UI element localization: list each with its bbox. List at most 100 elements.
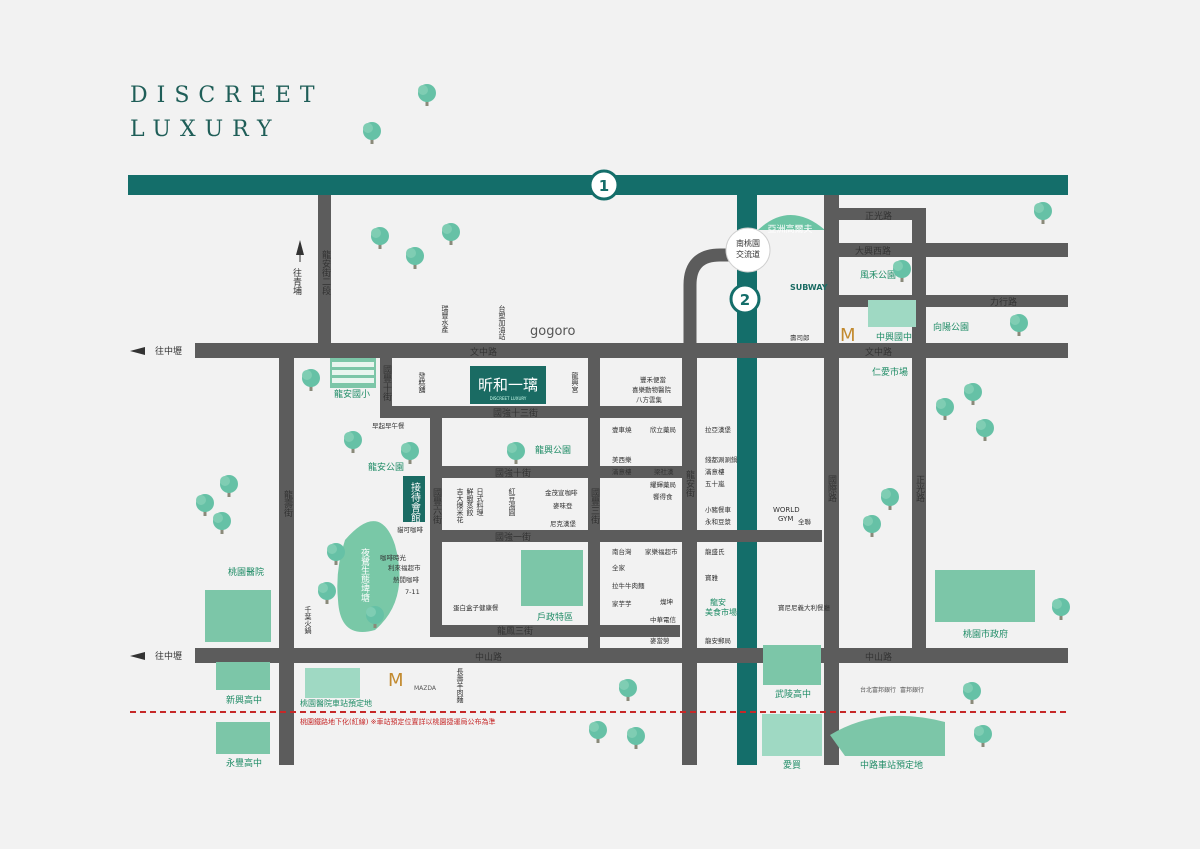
tree-icon bbox=[881, 488, 899, 510]
gogoro-logo: gogoro bbox=[530, 324, 575, 339]
shop-c4-5: 家芋芋 bbox=[612, 599, 632, 608]
mazda-logo: MAZDA bbox=[414, 685, 437, 692]
zhongxing-junior-building bbox=[868, 300, 916, 327]
shop-left-4: 熱閒咖啡 bbox=[393, 575, 420, 584]
shop-c3-2: 滿意樓 bbox=[705, 467, 725, 476]
longan-elem-building bbox=[330, 358, 376, 388]
vlabel-4: 紅豆湯圓 bbox=[508, 487, 516, 517]
road-daxingxi: 大興西路 bbox=[855, 245, 891, 257]
shop-mid-1: 麥味登 bbox=[553, 501, 573, 510]
vlabel-qianzhu: 千葉火鍋 bbox=[304, 605, 312, 634]
tree-icon bbox=[963, 682, 981, 704]
route-1-number: 1 bbox=[599, 177, 609, 195]
yongfeng-high-label: 永豐高中 bbox=[226, 757, 262, 769]
shop-left-3: 利來福超市 bbox=[388, 563, 421, 572]
shop-mid-0: 金茂宣咖啡 bbox=[545, 488, 578, 497]
highway-2 bbox=[737, 195, 757, 765]
mcdonalds-icon: M bbox=[840, 325, 856, 346]
tree-icon bbox=[302, 369, 320, 391]
longxing-park-label: 龍興公園 bbox=[535, 444, 571, 456]
vlabel-2: 鮮蝦蒸餃 bbox=[466, 487, 474, 517]
road-zhongshan-east: 中山路 bbox=[865, 651, 892, 663]
shop-c2-6: 饗得食 bbox=[653, 492, 673, 501]
vlabel-changshou: 長壽羊肉麵 bbox=[456, 668, 464, 704]
aimai-label: 愛買 bbox=[783, 759, 801, 771]
road-longan2: 龍安街二段 bbox=[320, 249, 331, 296]
longan-elem-label: 龍安國小 bbox=[334, 388, 370, 400]
shop-c2-1: 欣立藥局 bbox=[650, 425, 676, 434]
tree-icon bbox=[964, 383, 982, 405]
vlabel-longxing-gong: 龍興宮 bbox=[571, 371, 579, 394]
vlabel-gas: 台塑加油站 bbox=[498, 304, 506, 341]
road-guofeng6: 國豐六街 bbox=[431, 488, 442, 525]
fenghe-park-label: 風禾公園 bbox=[860, 270, 896, 281]
road-longfeng3: 龍鳳三街 bbox=[497, 625, 533, 637]
project-name: 昕和一璃 bbox=[478, 376, 538, 394]
road-wenzhong: 文中路 bbox=[470, 346, 497, 358]
tree-icon bbox=[196, 494, 214, 516]
road-guofeng10: 國豐十街 bbox=[381, 365, 392, 402]
header-line2: LUXURY bbox=[130, 117, 281, 142]
interchange-ramp bbox=[683, 248, 737, 360]
shop-c3-1: 錢都涮涮鍋 bbox=[705, 455, 738, 464]
xiangyang-park-label: 向陽公園 bbox=[933, 321, 969, 333]
vlabel-fahua: 發糕舖 bbox=[418, 371, 426, 393]
dir-zhongli-1: 往中壢 bbox=[155, 345, 182, 357]
road-guofeng3: 國豐三街 bbox=[589, 488, 600, 525]
tree-icon bbox=[371, 227, 389, 249]
road-zhengguang-h: 正光路 bbox=[865, 210, 892, 222]
shop-c5-1: 寶雅 bbox=[705, 573, 719, 582]
tree-icon bbox=[220, 475, 238, 497]
road-guoji: 國際路 bbox=[826, 475, 837, 503]
renai-market-label: 仁愛市場 bbox=[872, 366, 908, 378]
reception-marker[interactable] bbox=[403, 476, 425, 522]
shops-left-group: 早起早午餐 咖啡時光 貓可咖啡 利來福超市 熱閒咖啡 7-11 bbox=[372, 421, 424, 596]
shop-c3-4: 小豬餐車 bbox=[705, 505, 732, 514]
tree-icon bbox=[1010, 314, 1028, 336]
zhonglu-station-label: 中路車站預定地 bbox=[860, 759, 923, 771]
tree-icon bbox=[406, 247, 424, 269]
asia-golf-area bbox=[758, 215, 825, 230]
shop-c1-2: 八方雲集 bbox=[636, 395, 663, 404]
shop-c2-0: 壹車燒 bbox=[612, 425, 632, 434]
tree-icon bbox=[344, 431, 362, 453]
shop-c4-0: 南台灣 bbox=[612, 547, 632, 556]
tree-icon bbox=[318, 582, 336, 604]
road-longshou: 龍壽街 bbox=[282, 489, 293, 518]
shop-c3-6: 全聯 bbox=[798, 517, 812, 526]
hukuang-label: 戶政特區 bbox=[537, 611, 573, 623]
tree-icon bbox=[863, 515, 881, 537]
route-2-number: 2 bbox=[740, 291, 750, 309]
reception-label: 接待會館 bbox=[409, 481, 421, 523]
dir-zhongli-2: 往中壢 bbox=[155, 650, 182, 662]
interchange-marker bbox=[725, 227, 771, 273]
project-marker[interactable] bbox=[470, 366, 546, 404]
taoyuan-hospital-building bbox=[205, 590, 271, 642]
subway-logo: SUBWAY bbox=[790, 283, 828, 292]
city-hall-building bbox=[935, 570, 1035, 622]
zhonglu-station-building bbox=[830, 715, 945, 756]
yongfeng-high-building bbox=[216, 722, 270, 754]
wuling-high-label: 武陵高中 bbox=[775, 688, 811, 700]
road-zhengguang: 正光路 bbox=[914, 475, 925, 503]
tree-icon bbox=[213, 512, 231, 534]
tree-icon bbox=[936, 398, 954, 420]
shop-mid-3: 蛋白盒子健康餐 bbox=[453, 603, 499, 612]
shop-c2-3: 滿意樓 bbox=[612, 467, 632, 476]
tree-icon bbox=[974, 725, 992, 747]
header-line1: DISCREET bbox=[130, 83, 324, 108]
shop-mid-4: 壽司郎 bbox=[790, 333, 810, 342]
shop-left-1: 咖啡時光 bbox=[380, 553, 407, 562]
shop-c5-2: 寶尼尼義大利餐廳 bbox=[778, 603, 831, 612]
egret-pond bbox=[337, 521, 400, 632]
railway-note: 桃園鐵路地下化(紅線) ※車站預定位置詳以桃園捷運局公布為準 bbox=[300, 717, 496, 726]
tree-icon bbox=[418, 84, 436, 106]
city-hall-label: 桃園市政府 bbox=[963, 628, 1008, 640]
longan-market-label: 龍安美食市場 bbox=[705, 597, 737, 617]
egret-pond-label: 夜鷺生態埤塘 bbox=[359, 547, 370, 603]
shop-left-0: 早起早午餐 bbox=[372, 421, 405, 430]
shop-left-5: 7-11 bbox=[405, 588, 420, 596]
road-guoqiang13: 國強十三街 bbox=[493, 407, 538, 419]
